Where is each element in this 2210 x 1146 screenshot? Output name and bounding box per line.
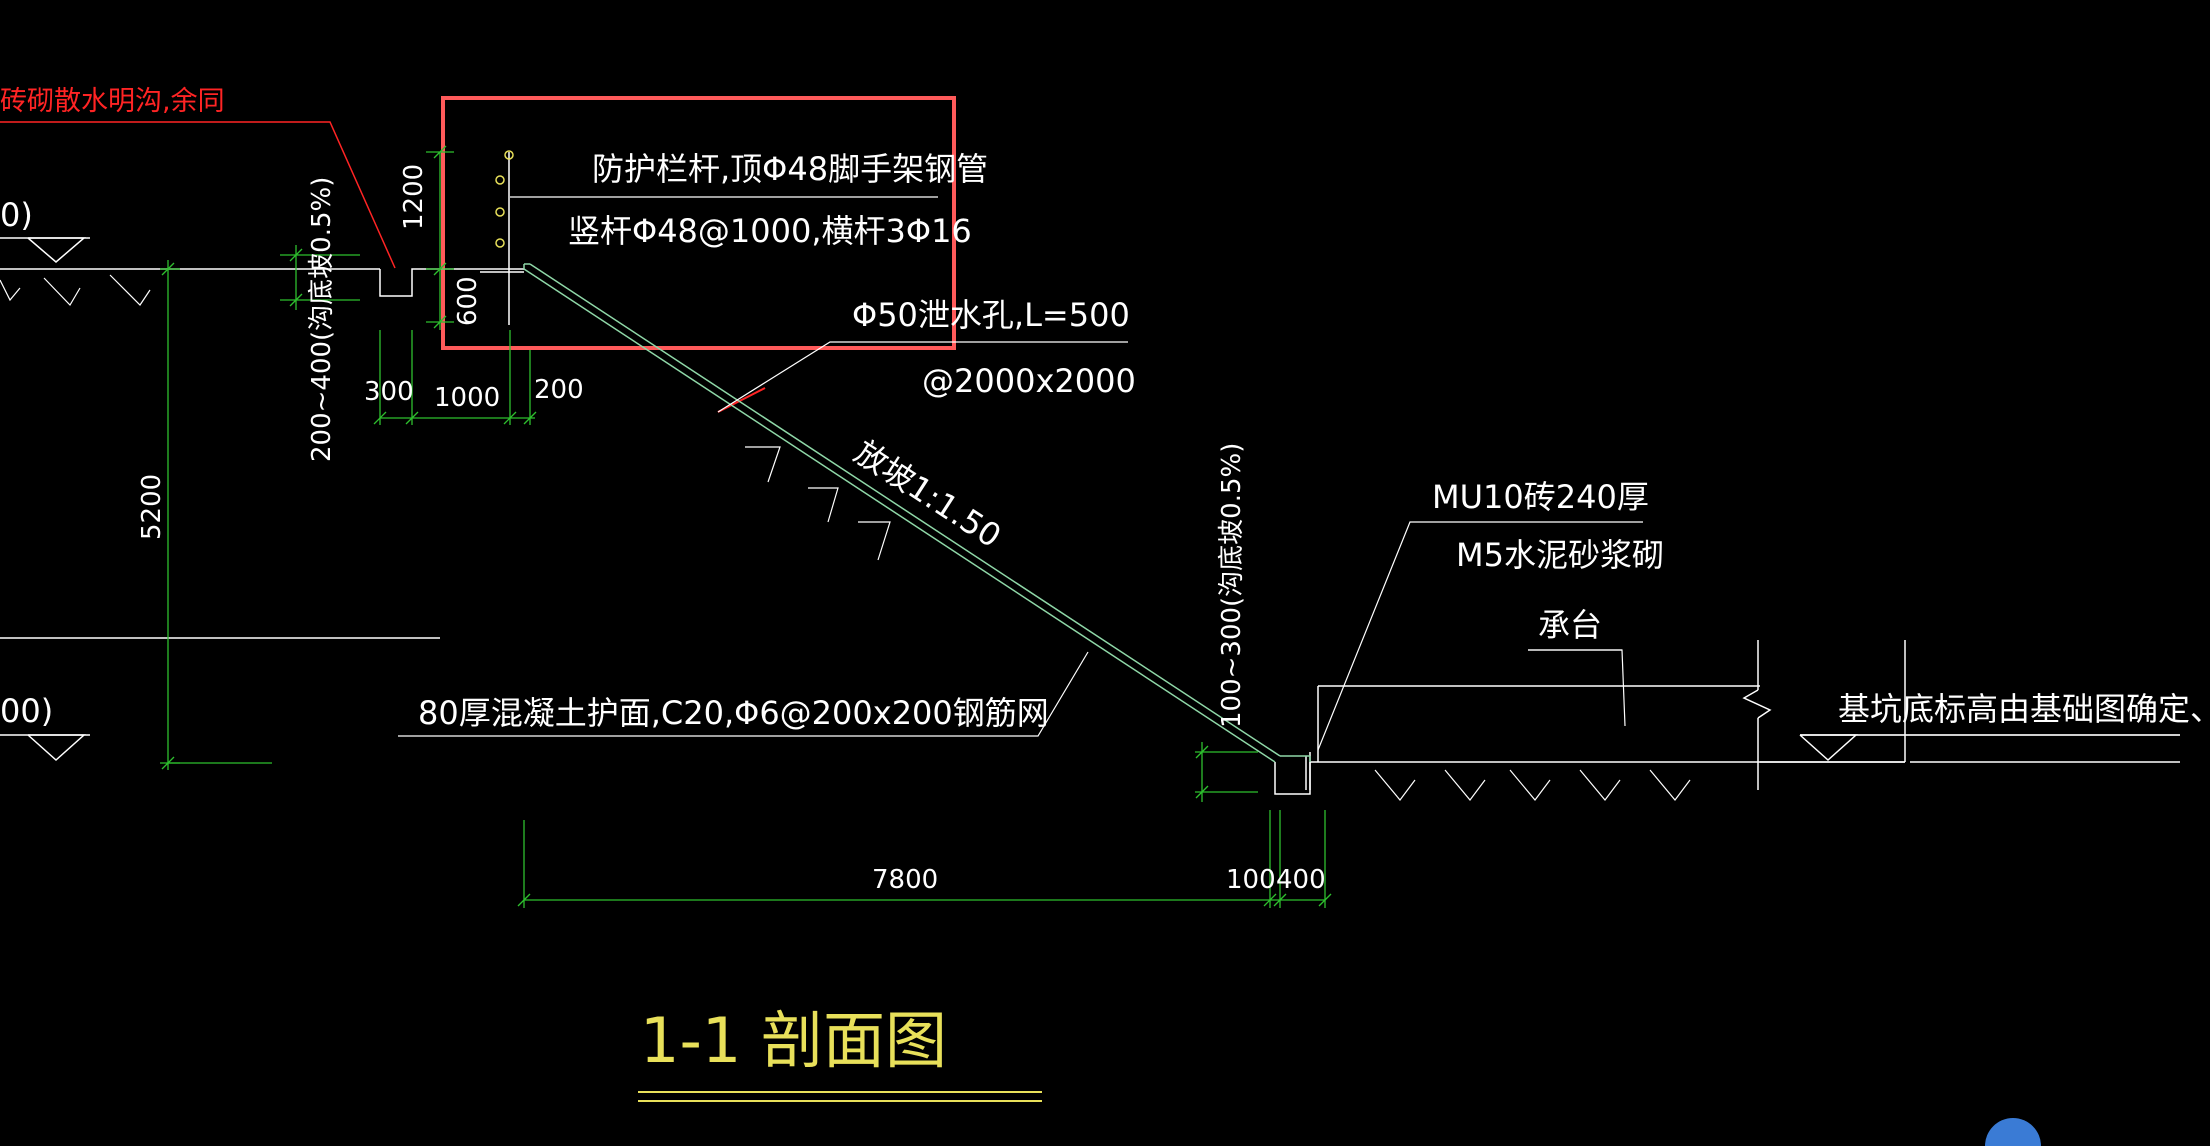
railing-rail-3 [495, 238, 505, 248]
drain-hole-note-1: Φ50泄水孔,L=500 [852, 296, 1130, 334]
cap-note: 承台 [1538, 606, 1602, 644]
slope-note: 放坡1:1.50 [848, 433, 1008, 556]
brick-note-1: MU10砖240厚 [1432, 478, 1649, 516]
dim-100: 100 [1226, 865, 1276, 895]
ground-lines [0, 268, 2180, 795]
left-gutter [379, 268, 440, 297]
railing-rail-2 [495, 207, 505, 217]
dim-1200: 1200 [399, 164, 429, 230]
brick-note-2: M5水泥砂浆砌 [1456, 536, 1664, 574]
red-note-text: 砖砌散水明沟,余同 [0, 86, 225, 117]
dim-300: 300 [364, 377, 414, 407]
drawing-title: 1-1 剖面图 [640, 1004, 947, 1077]
dim-400: 400 [1276, 865, 1326, 895]
leader-lines [398, 196, 2180, 751]
railing-rail-1 [495, 175, 505, 185]
dim-600: 600 [453, 276, 483, 326]
elevation-triangle-top [27, 237, 87, 263]
corner-ui-circle[interactable] [1985, 1118, 2041, 1146]
railing-note-1: 防护栏杆,顶Φ48脚手架钢管 [592, 150, 988, 188]
elevation-text-top: 0) [0, 196, 33, 234]
railing-rail-top [504, 150, 514, 160]
railing-note-2: 竖杆Φ48@1000,横杆3Φ16 [568, 212, 972, 250]
elevation-text-bottom: 00) [0, 692, 53, 730]
red-note-group: 砖砌散水明沟,余同 [0, 86, 766, 413]
red-leader-line [0, 121, 396, 269]
gutter-left-note: 200~400(沟底坡0.5%) [307, 177, 337, 462]
elevation-triangle-bottom [27, 734, 86, 762]
gutter-right-note: 100~300(沟底坡0.5%) [1217, 443, 1247, 728]
dim-1000: 1000 [434, 383, 500, 413]
concrete-face-note: 80厚混凝土护面,C20,Φ6@200x200钢筋网 [418, 694, 1049, 732]
dim-5200: 5200 [137, 474, 167, 540]
dim-200: 200 [534, 375, 584, 405]
right-gutter [1274, 762, 1311, 795]
dimension-lines [160, 145, 1332, 908]
dim-7800: 7800 [872, 865, 938, 895]
drain-hole-note-2: @2000x2000 [922, 362, 1136, 400]
pit-bottom-note: 基坑底标高由基础图确定、不得超挖 [1838, 690, 2210, 728]
red-drain-hole-mark [717, 387, 766, 413]
highlight-box[interactable] [441, 96, 956, 350]
elevation-triangle-right [1799, 734, 1858, 762]
soil-hatches [0, 274, 1691, 801]
railing [480, 150, 524, 325]
slope-face [523, 263, 1311, 763]
